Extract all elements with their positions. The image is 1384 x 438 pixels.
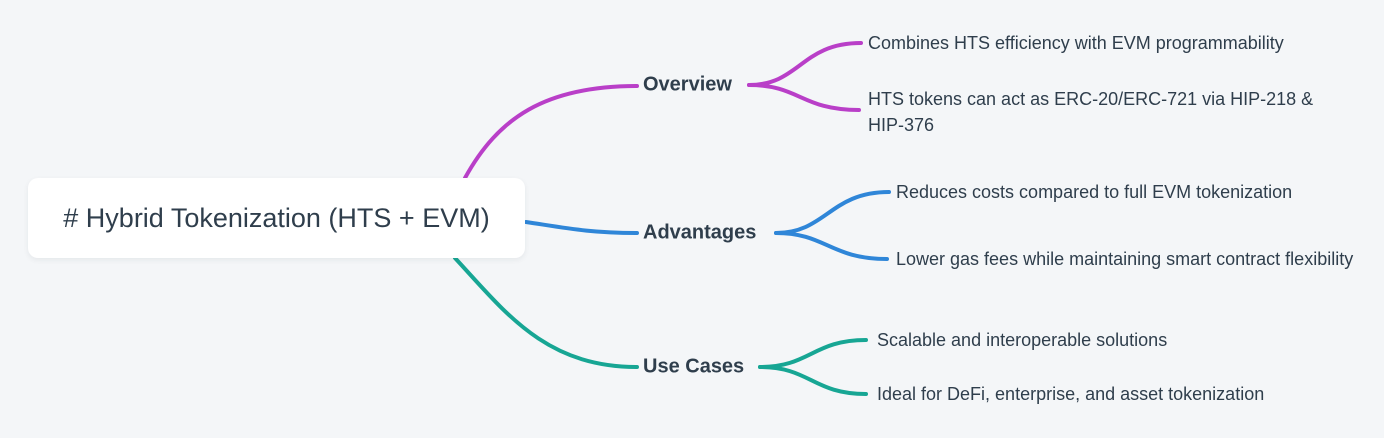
branch-node-advantages[interactable]: Advantages (643, 221, 757, 244)
branch-curve-use-cases (453, 256, 639, 369)
root-node[interactable]: # Hybrid Tokenization (HTS + EVM) (28, 178, 525, 258)
leaf-curve-use-cases-1 (758, 338, 868, 369)
branch-curve-advantages (524, 220, 639, 235)
leaf-node-advantages-2[interactable]: Lower gas fees while maintaining smart c… (896, 249, 1354, 269)
branch-curve-overview (463, 84, 639, 180)
leaf-curve-use-cases-2 (758, 365, 868, 396)
leaf-node-use-cases-2[interactable]: Ideal for DeFi, enterprise, and asset to… (877, 384, 1265, 404)
branch-node-use-cases[interactable]: Use Cases (643, 355, 745, 378)
leaf-node-overview-2[interactable]: HTS tokens can act as ERC-20/ERC-721 via… (868, 89, 1314, 135)
leaf-curve-overview-1 (747, 41, 863, 87)
leaf-curve-advantages-2 (774, 231, 889, 261)
branch-node-overview[interactable]: Overview (643, 73, 732, 96)
leaf-curve-overview-2 (747, 83, 861, 112)
leaf-curve-advantages-1 (774, 190, 891, 235)
leaf-node-use-cases-1[interactable]: Scalable and interoperable solutions (877, 330, 1168, 350)
leaf-node-overview-1[interactable]: Combines HTS efficiency with EVM program… (868, 33, 1284, 53)
leaf-node-advantages-1[interactable]: Reduces costs compared to full EVM token… (896, 182, 1293, 202)
